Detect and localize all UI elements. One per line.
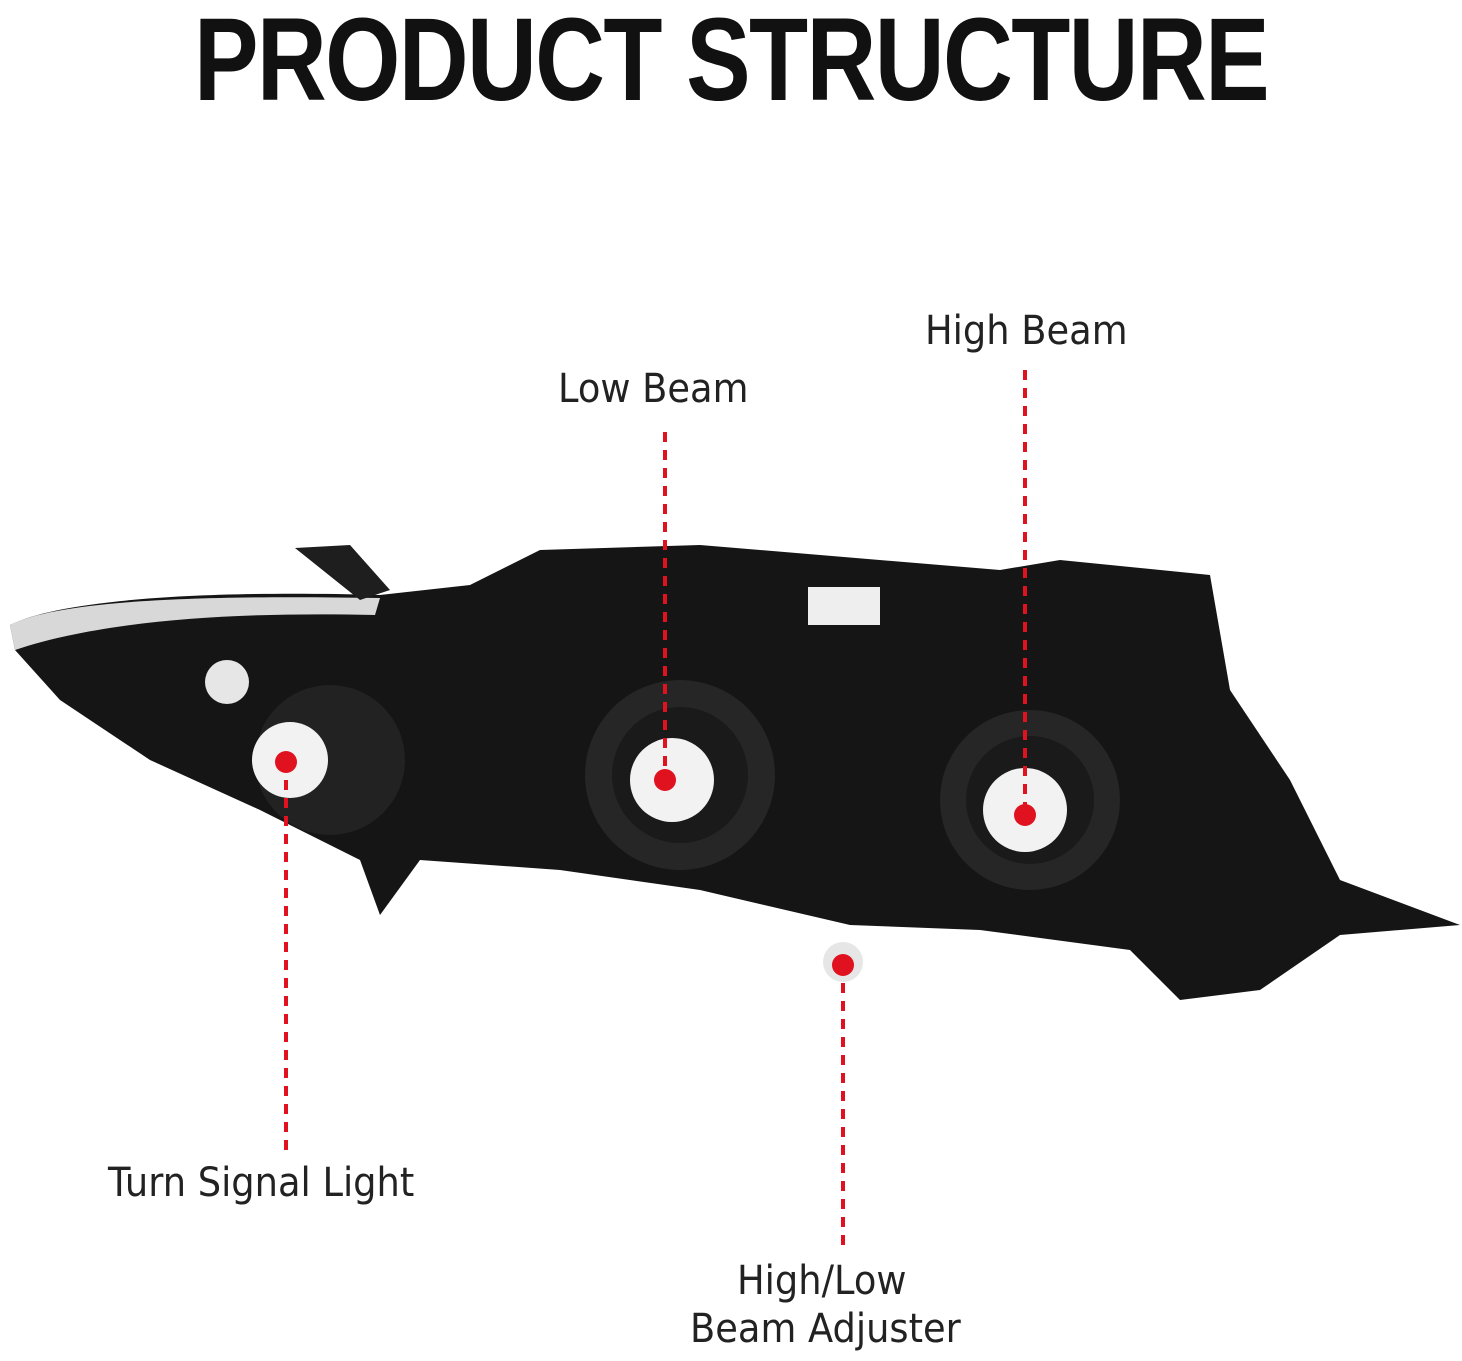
adjuster-marker [832,954,854,976]
low-beam-label: Low Beam [558,366,749,412]
headlight-housing [10,545,1460,1000]
adjuster-label-line1: High/Low [737,1258,907,1304]
page-title: PRODUCT STRUCTURE [193,0,1270,126]
high-beam-label: High Beam [925,308,1128,354]
low-beam-marker [654,769,676,791]
turn-signal-label: Turn Signal Light [108,1160,415,1206]
adjuster-label-line2: Beam Adjuster [690,1306,961,1352]
high-beam-marker [1014,804,1036,826]
turn-signal-marker [275,751,297,773]
